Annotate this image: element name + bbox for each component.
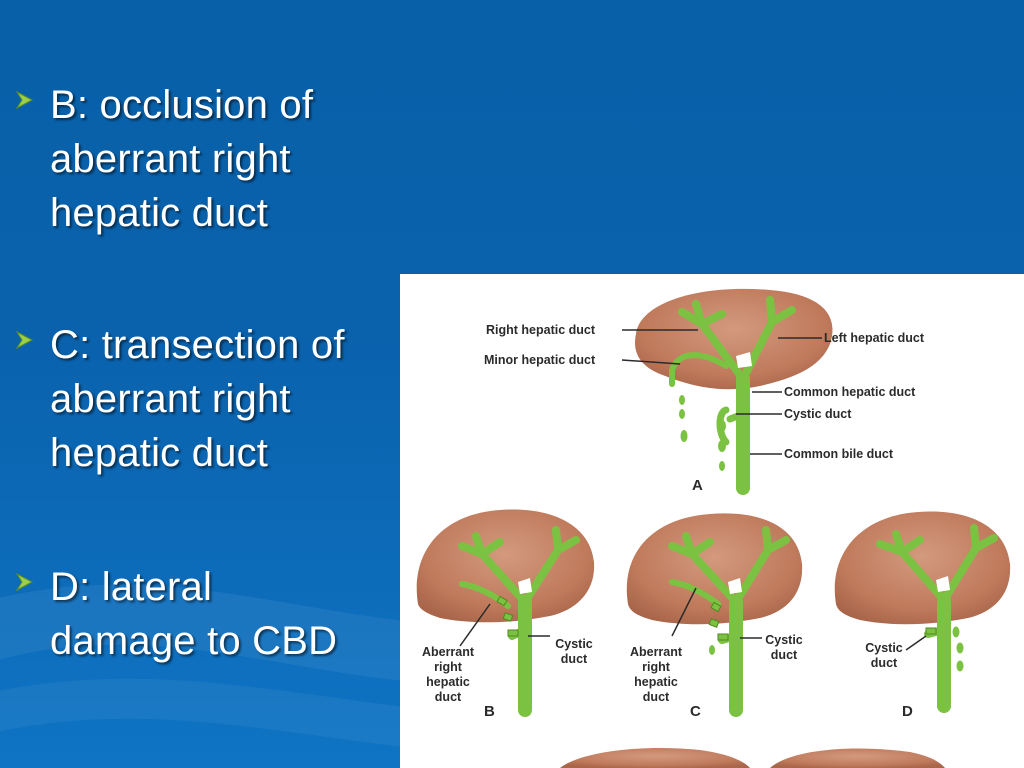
label-cystic: duct <box>771 648 798 662</box>
arrow-bullet-icon <box>15 572 34 592</box>
cropped-row <box>560 748 945 768</box>
panel-d: Cystic duct D <box>834 511 1011 720</box>
label-aberrant: hepatic <box>426 675 470 689</box>
label-cystic: Cystic <box>555 637 593 651</box>
duct-tree <box>668 526 790 717</box>
label-cystic-duct: Cystic duct <box>784 407 852 421</box>
label-aberrant: right <box>434 660 463 674</box>
arrow-bullet-icon <box>15 90 34 110</box>
panel-letter-b: B <box>484 703 495 720</box>
bullet-item-d: D: lateral damage to CBD <box>14 560 394 668</box>
leader-lines <box>671 587 762 639</box>
panel-c: Aberrant right hepatic duct Cystic duct … <box>626 513 803 720</box>
bullet-line: B: occlusion of <box>50 83 314 127</box>
label-aberrant: Aberrant <box>422 645 475 659</box>
bullet-line: C: transection of <box>50 323 345 367</box>
bile-drops <box>679 395 726 471</box>
bullet-line: hepatic duct <box>50 191 269 235</box>
liver-shape <box>770 748 945 768</box>
clip-marks <box>925 627 937 635</box>
white-marker <box>736 352 752 368</box>
label-cystic: Cystic <box>765 633 803 647</box>
label-cystic: Cystic <box>865 641 903 655</box>
bullet-line: aberrant right <box>50 377 291 421</box>
panel-letter-d: D <box>902 703 913 720</box>
label-common-hepatic-duct: Common hepatic duct <box>784 385 916 399</box>
panel-letter-a: A <box>692 477 703 494</box>
label-aberrant: duct <box>435 690 462 704</box>
label-aberrant: right <box>642 660 671 674</box>
bile-drops <box>952 626 964 672</box>
liver-shape <box>635 288 833 390</box>
label-minor-hepatic-duct: Minor hepatic duct <box>484 353 596 367</box>
liver-shape <box>416 509 595 623</box>
bullet-item-b: B: occlusion of aberrant right hepatic d… <box>14 78 394 240</box>
bullet-line: aberrant right <box>50 137 291 181</box>
liver-shape <box>560 748 750 768</box>
panel-a: Right hepatic duct Minor hepatic duct Le… <box>484 288 925 495</box>
white-marker <box>728 578 742 594</box>
duct-tree <box>458 526 580 717</box>
bullet-item-c: C: transection of aberrant right hepatic… <box>14 318 394 480</box>
leader-lines <box>459 603 550 647</box>
label-aberrant: duct <box>643 690 670 704</box>
bullet-line: hepatic duct <box>50 431 269 475</box>
label-cystic: duct <box>871 656 898 670</box>
bullet-line: D: lateral <box>50 565 213 609</box>
white-marker <box>518 578 532 594</box>
bullet-line: damage to CBD <box>50 619 338 663</box>
leader-lines <box>905 635 927 651</box>
leader-lines <box>621 329 822 455</box>
figure-canvas: Right hepatic duct Minor hepatic duct Le… <box>416 288 1011 768</box>
liver-shape <box>626 513 803 625</box>
label-aberrant: hepatic <box>634 675 678 689</box>
panel-letter-c: C <box>690 703 701 720</box>
label-cystic: duct <box>561 652 588 666</box>
liver-shape <box>834 511 1011 625</box>
clip-marks <box>496 595 519 637</box>
label-common-bile-duct: Common bile duct <box>784 447 894 461</box>
arrow-bullet-icon <box>15 330 34 350</box>
panel-b: Aberrant right hepatic duct Cystic duct … <box>416 509 595 720</box>
clip-marks <box>708 601 729 641</box>
bile-drops <box>709 645 715 655</box>
label-left-hepatic-duct: Left hepatic duct <box>824 331 925 345</box>
bile-duct-injury-figure: Right hepatic duct Minor hepatic duct Le… <box>400 274 1024 768</box>
label-right-hepatic-duct: Right hepatic duct <box>486 323 596 337</box>
label-aberrant: Aberrant <box>630 645 683 659</box>
white-marker <box>936 576 950 592</box>
